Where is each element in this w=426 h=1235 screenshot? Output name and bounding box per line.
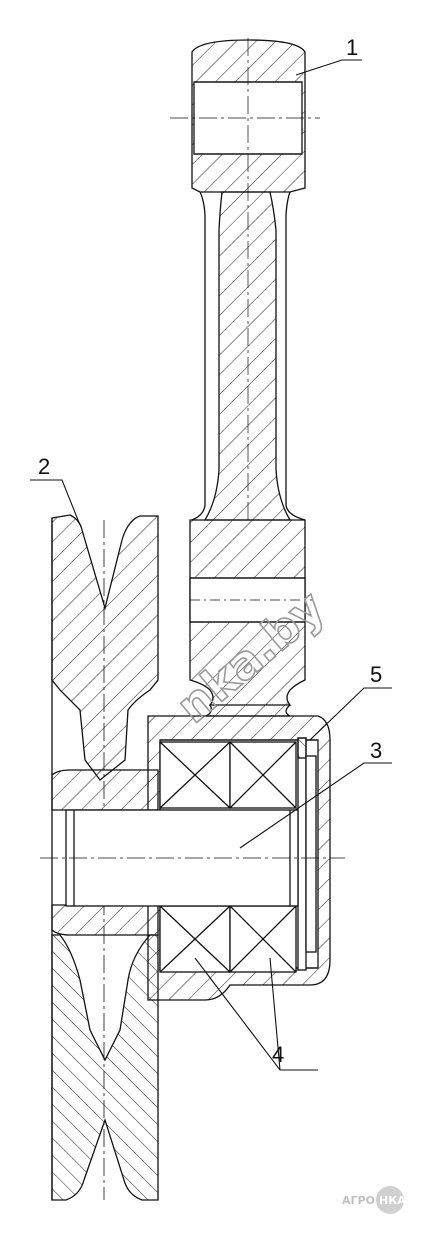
rod-shank	[203, 191, 292, 521]
label-part-4: 4	[272, 1042, 284, 1067]
retaining-ring	[297, 737, 317, 971]
pulley-lower-rim	[51, 934, 159, 1201]
label-part-3: 3	[370, 738, 382, 763]
pulley-upper-rim	[51, 514, 159, 781]
label-part-1: 1	[346, 35, 358, 60]
v-belt-pulley	[51, 514, 159, 1201]
bearings	[159, 741, 297, 973]
pulley-hub	[51, 769, 159, 811]
label-part-5: 5	[370, 662, 382, 687]
agronka-logo: АГРО НКА	[342, 1186, 406, 1214]
connecting-rod	[189, 39, 312, 717]
shaft	[40, 809, 345, 907]
logo-right-text: НКА	[379, 1194, 406, 1207]
leader-lines	[30, 59, 392, 1071]
logo-left-text: АГРО	[342, 1194, 375, 1207]
label-part-2: 2	[38, 454, 50, 479]
